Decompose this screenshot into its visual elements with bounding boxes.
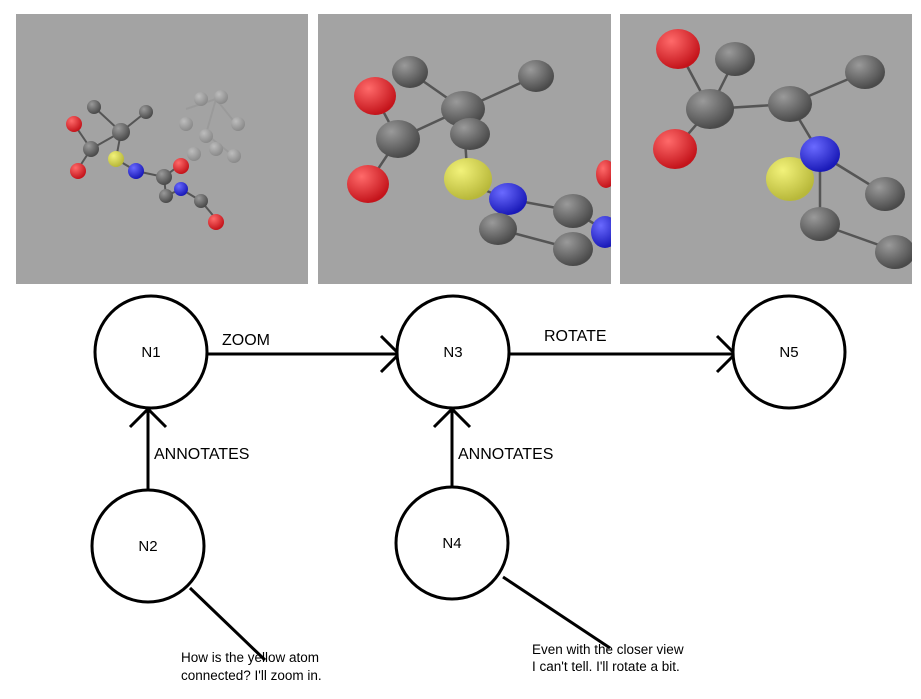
molecule-view-zoomed — [318, 14, 611, 284]
edge-zoom-label: ZOOM — [222, 332, 270, 349]
edge-rotate-label: ROTATE — [544, 328, 607, 345]
note-n4-line-1: Even with the closer view — [532, 642, 684, 657]
molecule-view-overview — [16, 14, 308, 284]
note-n4-line-2: I can't tell. I'll rotate a bit. — [532, 659, 680, 674]
node-n1-label: N1 — [141, 344, 160, 361]
node-n5-label: N5 — [779, 344, 798, 361]
edge-annotates-1-label: ANNOTATES — [154, 446, 249, 463]
node-n2 — [90, 488, 206, 604]
note-n2-line-1: How is the yellow atom — [181, 650, 319, 665]
molecule-overview-image — [66, 90, 245, 230]
node-n4-label: N4 — [442, 535, 461, 552]
molecule-rotated-image — [653, 29, 912, 269]
note-leader-n4 — [502, 575, 611, 650]
note-leader-n2 — [188, 586, 267, 662]
node-n4 — [394, 485, 510, 601]
node-n3-label: N3 — [443, 344, 462, 361]
molecule-zoomed-image — [347, 56, 611, 266]
molecule-view-rotated — [620, 14, 912, 284]
node-n1 — [93, 294, 209, 410]
node-n5 — [731, 294, 847, 410]
node-n3 — [395, 294, 511, 410]
node-n2-label: N2 — [138, 538, 157, 555]
note-n2-line-2: connected? I'll zoom in. — [181, 668, 322, 683]
edge-annotates-2-label: ANNOTATES — [458, 446, 553, 463]
